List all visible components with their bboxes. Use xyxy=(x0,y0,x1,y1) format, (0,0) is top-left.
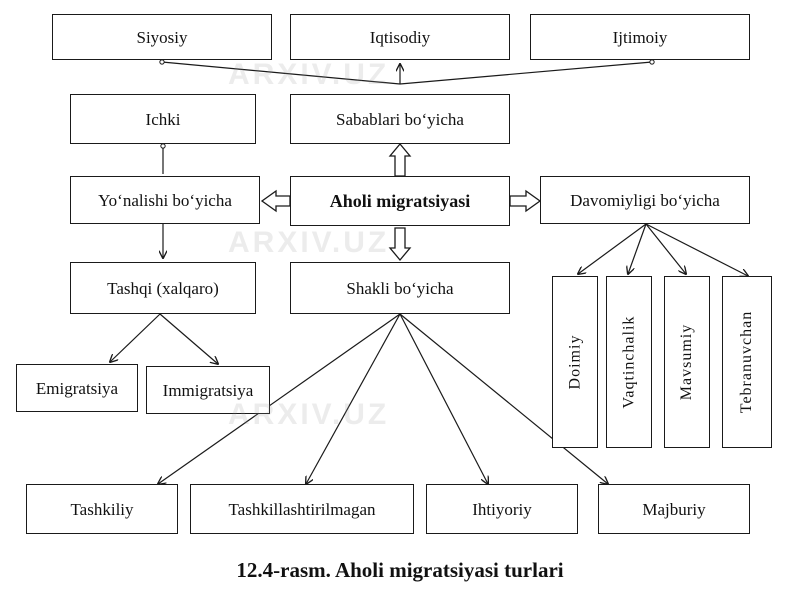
node-immigratsiya: Immigratsiya xyxy=(146,366,270,414)
hollow-arrow-up xyxy=(388,142,412,177)
node-tebranuvchan: Tebranuvchan xyxy=(722,276,772,448)
edge-tashqi-emigratsiya xyxy=(110,313,161,362)
node-ihtiyoriy: Ihtiyoriy xyxy=(426,484,578,534)
edge-shakli-tashkillashtirilmagan xyxy=(306,313,401,484)
node-vaqtinchalik: Vaqtinchalik xyxy=(606,276,652,448)
edge-tashqi-immigratsiya xyxy=(159,313,218,364)
edge-shakli-ihtiyoriy xyxy=(399,313,488,484)
node-majburiy: Majburiy xyxy=(598,484,750,534)
node-tashkiliy: Tashkiliy xyxy=(26,484,178,534)
edge-sabablari-siyosiy xyxy=(159,59,401,85)
node-aholi-migratsiyasi: Aholi migratsiyasi xyxy=(290,176,510,226)
node-doimiy: Doimiy xyxy=(552,276,598,448)
hollow-arrow-left xyxy=(260,189,291,213)
node-ijtimoiy: Ijtimoiy xyxy=(530,14,750,60)
node-yonalishi: Yo‘nalishi bo‘yicha xyxy=(70,176,260,224)
node-davomiyligi: Davomiyligi bo‘yicha xyxy=(540,176,750,224)
figure-caption: 12.4-rasm. Aholi migratsiyasi turlari xyxy=(236,558,564,582)
hollow-arrow-down xyxy=(388,227,412,262)
node-emigratsiya: Emigratsiya xyxy=(16,364,138,412)
hollow-arrow-right xyxy=(509,189,542,213)
edge-shakli-tashkiliy xyxy=(158,313,401,484)
edge-davomiyligi-tebranuvchan xyxy=(645,223,748,276)
node-sabablari: Sabablari bo‘yicha xyxy=(290,94,510,144)
edge-davomiyligi-doimiy xyxy=(578,223,647,274)
node-ichki: Ichki xyxy=(70,94,256,144)
edge-davomiyligi-vaqtinchalik xyxy=(628,223,647,274)
node-mavsumiy: Mavsumiy xyxy=(664,276,710,448)
edge-davomiyligi-mavsumiy xyxy=(645,223,686,274)
node-tashqi: Tashqi (xalqaro) xyxy=(70,262,256,314)
node-siyosiy: Siyosiy xyxy=(52,14,272,60)
edge-sabablari-ijtimoiy xyxy=(399,59,655,85)
node-tebranuvchan-label: Tebranuvchan xyxy=(738,310,756,414)
edge-shakli-majburiy xyxy=(399,313,608,484)
node-vaqtinchalik-label: Vaqtinchalik xyxy=(620,315,637,409)
node-tashkillashtirilmagan: Tashkillashtirilmagan xyxy=(190,484,414,534)
node-iqtisodiy: Iqtisodiy xyxy=(290,14,510,60)
node-shakli: Shakli bo‘yicha xyxy=(290,262,510,314)
node-mavsumiy-label: Mavsumiy xyxy=(678,323,696,401)
node-doimiy-label: Doimiy xyxy=(566,334,584,390)
